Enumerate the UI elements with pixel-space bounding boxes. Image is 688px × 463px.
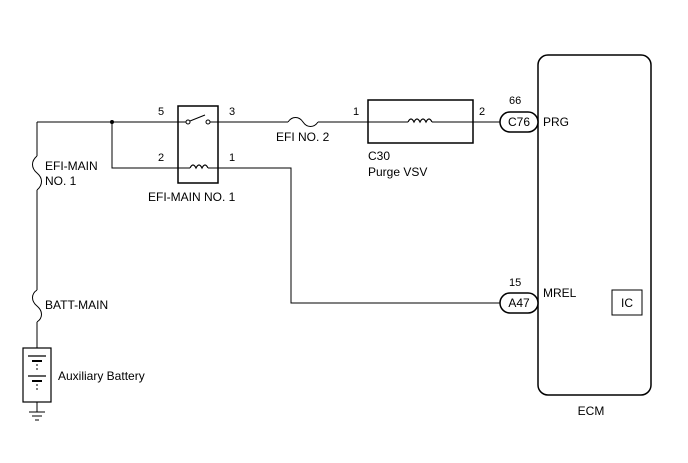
relay-switch-icon <box>178 114 218 125</box>
connector-a47-pin: 15 <box>509 277 521 289</box>
relay-box <box>177 105 219 184</box>
ecm-ic-box <box>611 289 643 316</box>
connector-a47 <box>499 292 539 314</box>
ground-icon <box>29 411 45 421</box>
batt-main-fuse-label: BATT-MAIN <box>45 298 108 312</box>
relay-pin-3: 3 <box>229 106 235 118</box>
relay-label: EFI-MAIN NO. 1 <box>148 190 236 204</box>
purge-vsv-label: Purge VSV <box>368 165 427 179</box>
ecm-signal-prg: PRG <box>543 115 569 129</box>
relay <box>177 105 219 184</box>
relay-pin-2: 2 <box>158 152 164 164</box>
efi-main-fuse-icon <box>32 155 42 191</box>
purge-vsv-pin-1: 1 <box>353 106 359 118</box>
battery-label: Auxiliary Battery <box>58 369 145 383</box>
purge-vsv-pin-2: 2 <box>479 106 485 118</box>
purge-vsv-code: C30 <box>368 149 390 163</box>
battery-icon <box>22 347 52 403</box>
wire-relay-coil-feed <box>111 122 178 169</box>
purge-vsv <box>367 99 474 144</box>
ecm-label: ECM <box>578 404 605 418</box>
splice-dot <box>110 120 114 124</box>
relay-coil-icon <box>178 164 218 170</box>
ecm-signal-mrel: MREL <box>543 286 577 300</box>
connector-c76 <box>499 111 539 133</box>
relay-pin-5: 5 <box>158 106 164 118</box>
efi-no2-fuse-icon <box>287 117 319 127</box>
purge-vsv-coil-icon <box>407 118 433 124</box>
batt-main-fuse-icon <box>32 289 42 323</box>
efi-no2-fuse-label: EFI NO. 2 <box>276 130 330 144</box>
efi-main-fuse-label-1: EFI-MAIN <box>45 159 98 173</box>
efi-main-fuse-label-2: NO. 1 <box>45 174 77 188</box>
connector-a47-code: A47 <box>508 296 530 310</box>
wire-relay-to-ecm-mrel <box>218 167 500 304</box>
connector-c76-code: C76 <box>508 115 530 129</box>
connector-c76-pin: 66 <box>509 95 521 107</box>
ecm-ic-label: IC <box>621 296 633 310</box>
relay-pin-1: 1 <box>229 152 235 164</box>
ecm-box <box>537 54 652 396</box>
